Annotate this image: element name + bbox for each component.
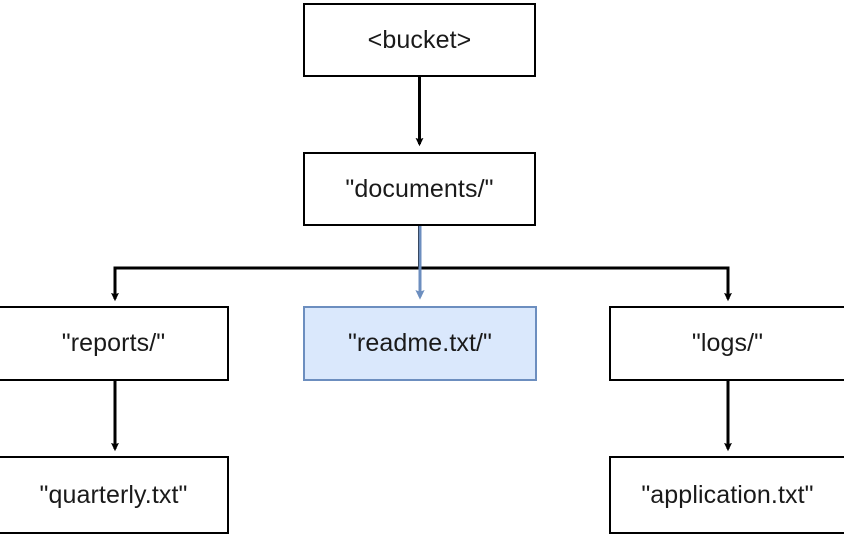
node-bucket[interactable]: <bucket>: [303, 3, 536, 77]
node-bucket-label: <bucket>: [367, 25, 472, 54]
node-quarterly-label: "quarterly.txt": [39, 480, 188, 509]
node-documents[interactable]: "documents/": [303, 152, 536, 226]
node-readme[interactable]: "readme.txt/": [303, 306, 537, 381]
node-logs-label: "logs/": [691, 329, 764, 357]
node-reports[interactable]: "reports/": [0, 306, 229, 381]
node-application-label: "application.txt": [641, 480, 814, 509]
node-reports-label: "reports/": [61, 329, 166, 357]
node-application[interactable]: "application.txt": [609, 456, 844, 534]
node-documents-label: "documents/": [345, 174, 494, 203]
node-quarterly[interactable]: "quarterly.txt": [0, 456, 229, 534]
node-logs[interactable]: "logs/": [609, 306, 844, 381]
edge-documents-to-logs: [418, 226, 732, 302]
node-readme-label: "readme.txt/": [347, 329, 493, 357]
edge-documents-to-reports: [111, 226, 421, 302]
